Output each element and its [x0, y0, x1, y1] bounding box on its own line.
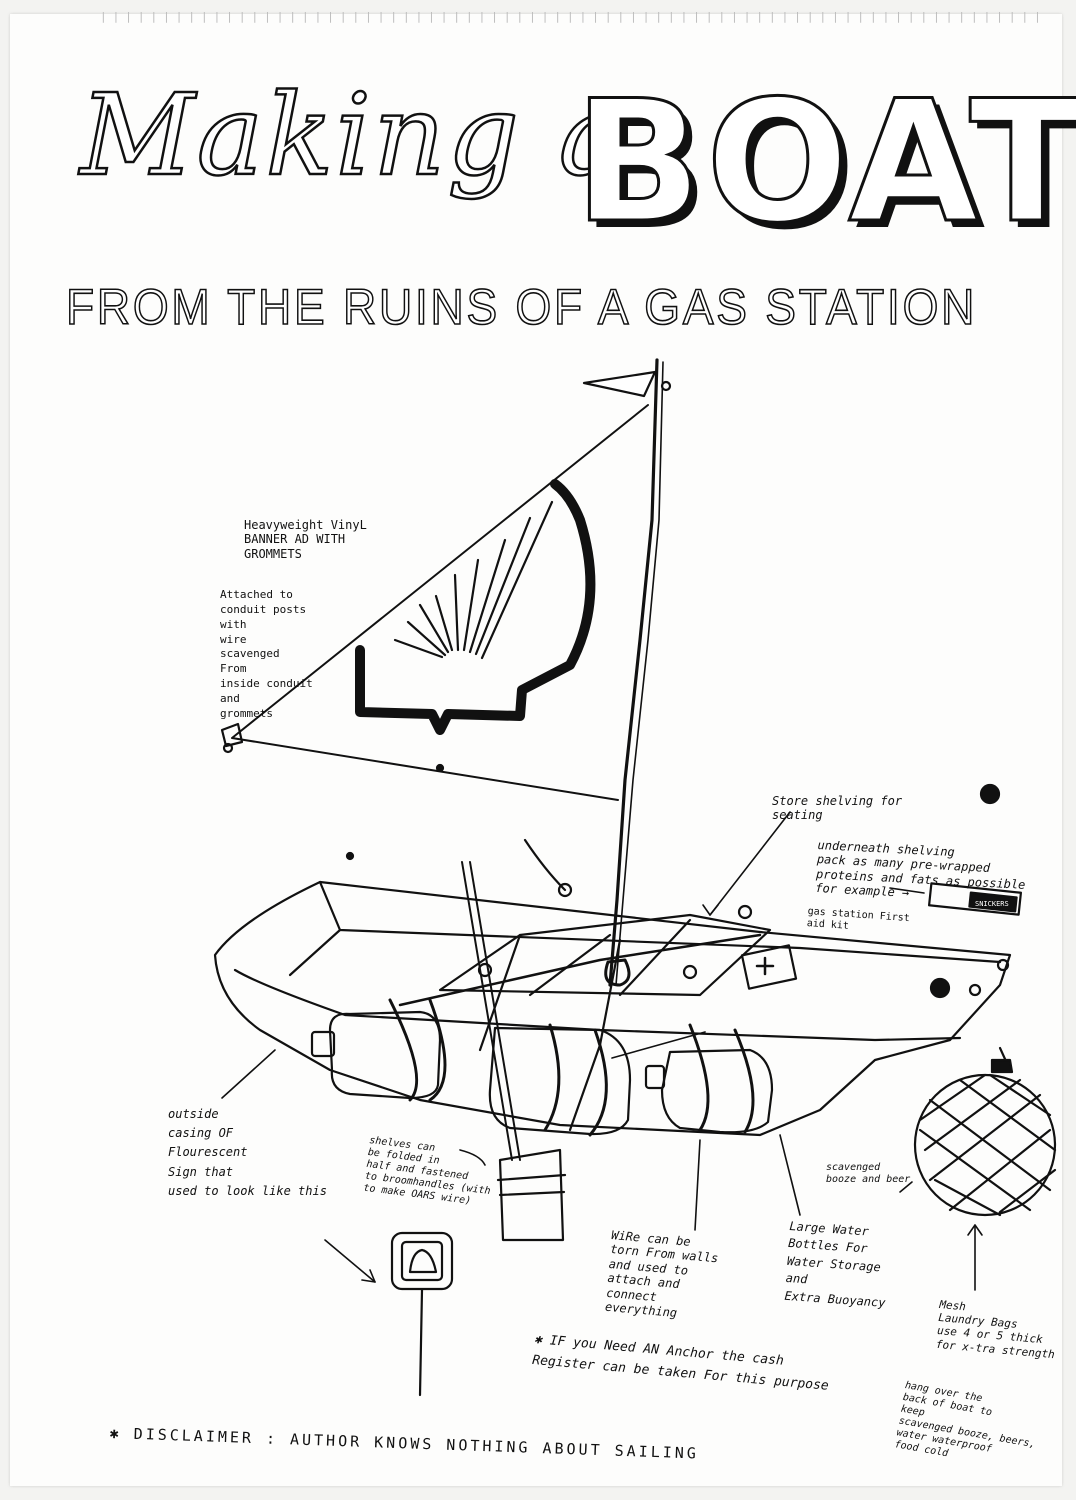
label-shelving: Store shelving for seating [772, 794, 903, 823]
oar [461, 861, 567, 1242]
first-aid-cross-icon [740, 944, 798, 990]
label-outside-casing: outside casing OF Flourescent Sign that … [168, 1107, 327, 1198]
snickers-bar-icon [927, 882, 1023, 916]
title-boat: BOAT [573, 64, 1076, 260]
sail [231, 404, 649, 801]
pennant-flag [582, 370, 657, 398]
label-booze: scavenged booze and beer [826, 1162, 911, 1185]
mesh-laundry-bag [913, 1046, 1057, 1217]
arrow-icon [221, 811, 983, 1291]
spiral-binding: ||||||||||||||||||||||||||||||||||||||||… [100, 10, 1040, 23]
seat-shelving [438, 913, 772, 997]
label-wire: WiRe can be torn From walls and used to … [604, 1228, 719, 1320]
label-water-bottles: Large Water Bottles For Water Storage an… [784, 1218, 886, 1310]
mast [608, 358, 659, 987]
water-bottles [310, 1010, 774, 1136]
shell-sign-icon [390, 1231, 454, 1397]
label-mesh-bags: Mesh Laundry Bags use 4 or 5 thick for x… [935, 1298, 1056, 1361]
subtitle: FROM THE RUINS OF A GAS STATION [65, 279, 978, 335]
shell-logo-icon [355, 479, 596, 735]
label-underneath: underneath shelving pack as many pre-wra… [815, 838, 1026, 901]
label-sail-attached: Attached to conduit posts with wire scav… [220, 588, 313, 720]
title-script: Making a [79, 71, 628, 201]
label-sail-banner: Heavyweight VinyL BANNER AD WITH GROMMET… [244, 518, 367, 561]
label-snickers: SNICKERS [975, 900, 1009, 908]
